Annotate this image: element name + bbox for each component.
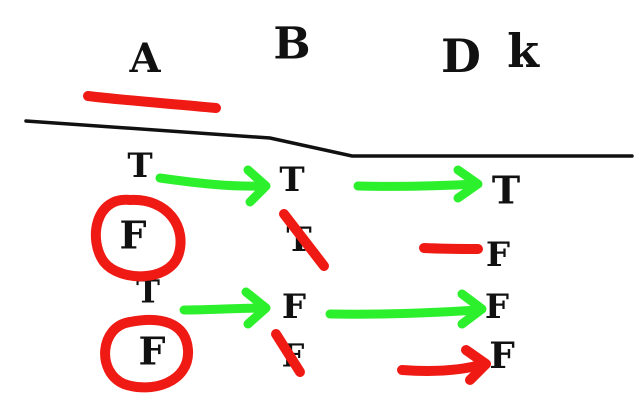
green-arrow-a-to-b-row-1 (155, 165, 271, 207)
col-a-row-2: F (120, 213, 147, 258)
header-a: A (128, 35, 161, 82)
result-row-1: T (492, 168, 520, 213)
result-row-3: F (485, 287, 509, 327)
green-arrow-a-to-b-row-3 (179, 287, 271, 329)
col-b-row-4-strike (271, 329, 305, 377)
header-a-underline (83, 91, 221, 113)
col-a-row-1: T (127, 146, 152, 186)
col-b-row-2-strike (279, 209, 329, 271)
header-k: k (507, 24, 540, 78)
col-a-row-2-circle (90, 194, 186, 282)
col-b-row-3: F (282, 287, 306, 327)
col-a-row-4-circle (100, 314, 193, 393)
col-a-row-4: F (139, 329, 166, 374)
green-arrow-b-to-result-row-3 (325, 289, 487, 329)
red-arrow-result-row-4 (397, 345, 491, 385)
green-arrow-b-to-result-row-1 (353, 165, 483, 203)
header-d: D (441, 29, 481, 83)
header-divider (24, 119, 634, 158)
result-row-2: F (486, 235, 510, 275)
col-b-row-1: T (279, 160, 304, 200)
header-b: B (273, 19, 310, 70)
red-dash-result-row-2 (419, 243, 483, 254)
result-row-4: F (489, 335, 515, 377)
